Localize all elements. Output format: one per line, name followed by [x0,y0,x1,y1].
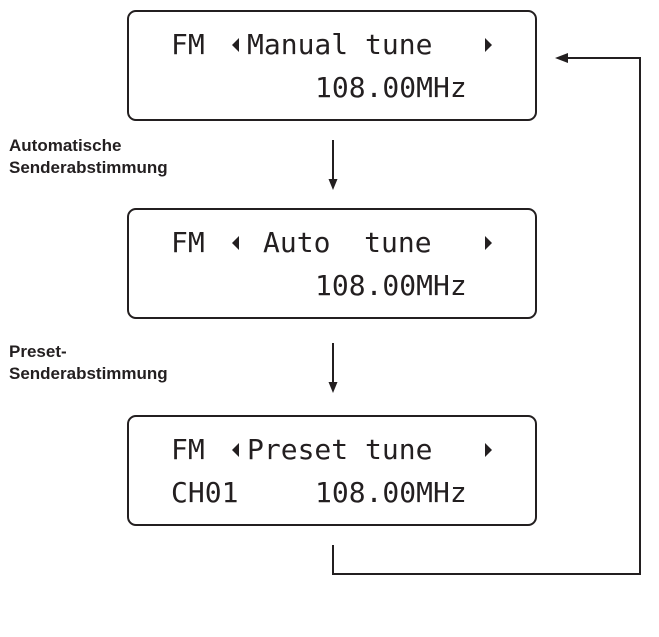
tune-mode-label: Preset tune [247,433,433,466]
lcd-row-mode: FM Preset tune [129,433,535,467]
lcd-screen-manual-tune: FM Manual tune 108.00MHz [127,10,537,121]
band-label: FM [171,433,205,466]
step-label-line: Preset- [9,342,67,361]
down-arrow-2 [328,343,338,393]
step-label-preset-tuning: Preset- Senderabstimmung [9,341,168,385]
lcd-screen-auto-tune: FM Auto tune 108.00MHz [127,208,537,319]
loop-back-arrow [332,53,641,575]
step-label-line: Senderabstimmung [9,158,168,177]
band-label: FM [171,28,205,61]
lcd-row-frequency: 108.00MHz [129,269,535,303]
channel-label: CH01 [171,476,239,509]
lcd-row-mode: FM Manual tune [129,28,535,62]
step-label-auto-tuning: Automatische Senderabstimmung [9,135,168,179]
left-triangle-icon [232,236,239,250]
down-arrow-1 [328,140,338,190]
lcd-row-mode: FM Auto tune [129,226,535,260]
frequency-readout: 108.00MHz [315,476,467,509]
right-triangle-icon [485,236,492,250]
right-triangle-icon [485,38,492,52]
frequency-readout: 108.00MHz [315,269,467,302]
step-label-line: Automatische [9,136,122,155]
right-triangle-icon [485,443,492,457]
lcd-row-frequency: CH01 108.00MHz [129,476,535,510]
flow-connectors [328,53,641,575]
band-label: FM [171,226,205,259]
tune-mode-label: Auto tune [263,226,432,259]
left-triangle-icon [232,443,239,457]
lcd-row-frequency: 108.00MHz [129,71,535,105]
left-triangle-icon [232,38,239,52]
step-label-line: Senderabstimmung [9,364,168,383]
frequency-readout: 108.00MHz [315,71,467,104]
tune-mode-label: Manual tune [247,28,433,61]
lcd-screen-preset-tune: FM Preset tune CH01 108.00MHz [127,415,537,526]
